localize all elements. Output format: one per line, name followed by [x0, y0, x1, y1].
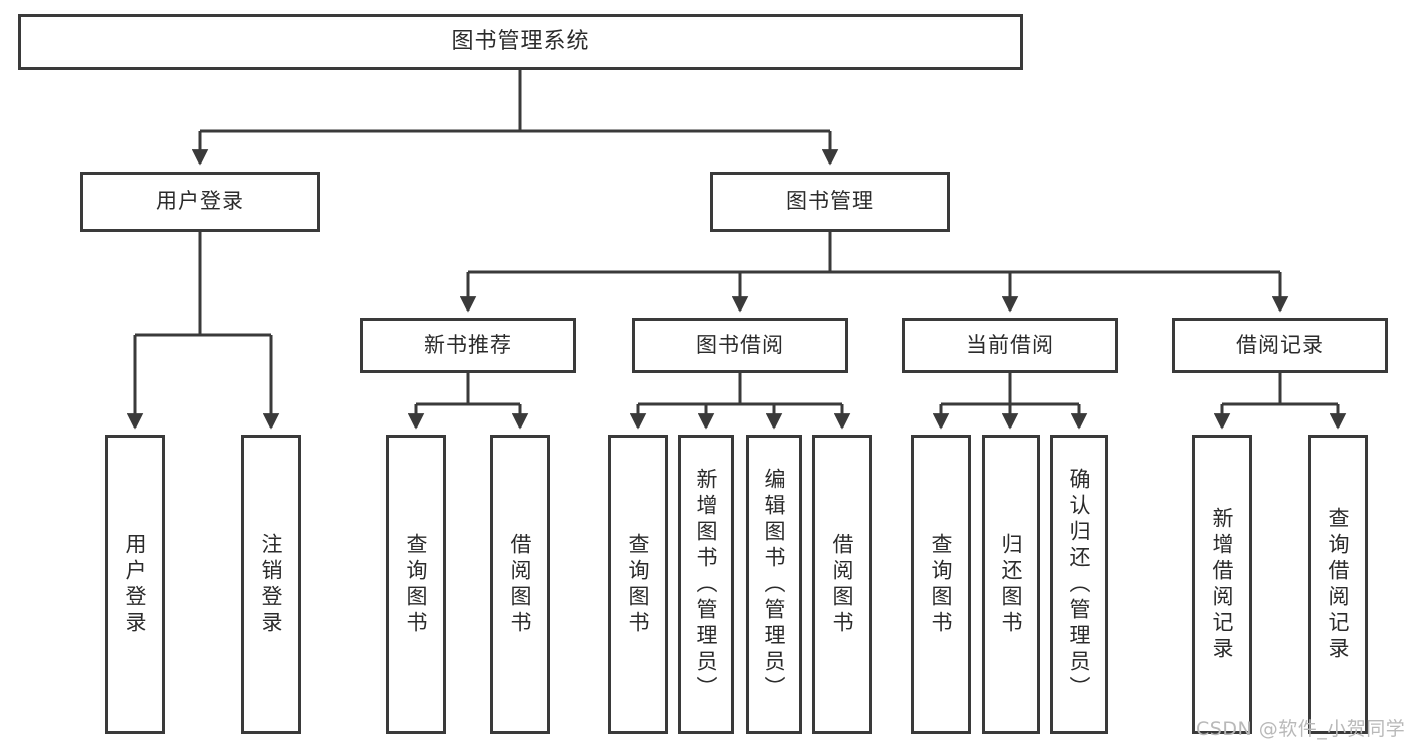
node-leaf-borrow-book-recommend[interactable]: 借阅图书 [490, 435, 550, 734]
csdn-watermark: CSDN @软件_小贺同学 [1196, 718, 1405, 740]
node-label: 用户登录 [156, 189, 244, 214]
node-label: 确认归还（管理员） [1067, 467, 1092, 702]
node-current-borrow[interactable]: 当前借阅 [902, 318, 1118, 373]
node-label: 借阅记录 [1236, 332, 1324, 357]
node-label: 新增图书（管理员） [694, 467, 719, 702]
node-leaf-return-book[interactable]: 归还图书 [982, 435, 1040, 734]
node-leaf-query-borrow-record[interactable]: 查询借阅记录 [1308, 435, 1368, 734]
node-label: 借阅图书 [508, 532, 533, 637]
node-leaf-edit-book-admin[interactable]: 编辑图书（管理员） [746, 435, 802, 734]
node-book-borrow[interactable]: 图书借阅 [632, 318, 848, 373]
node-label: 借阅图书 [830, 532, 855, 637]
node-borrow-record[interactable]: 借阅记录 [1172, 318, 1388, 373]
node-leaf-query-book-recommend[interactable]: 查询图书 [386, 435, 446, 734]
node-new-book-recommend[interactable]: 新书推荐 [360, 318, 576, 373]
node-leaf-add-book-admin[interactable]: 新增图书（管理员） [678, 435, 734, 734]
node-leaf-confirm-return-admin[interactable]: 确认归还（管理员） [1050, 435, 1108, 734]
node-label: 编辑图书（管理员） [762, 467, 787, 702]
node-user-login[interactable]: 用户登录 [80, 172, 320, 232]
node-root-book-management-system[interactable]: 图书管理系统 [18, 14, 1023, 70]
node-leaf-query-book-borrow[interactable]: 查询图书 [608, 435, 668, 734]
node-label: 查询图书 [929, 532, 954, 637]
node-label: 新书推荐 [424, 332, 512, 357]
node-label: 归还图书 [999, 532, 1024, 637]
node-label: 图书管理系统 [451, 28, 590, 54]
node-leaf-borrow-book[interactable]: 借阅图书 [812, 435, 872, 734]
node-leaf-user-logout[interactable]: 注销登录 [241, 435, 301, 734]
node-label: 新增借阅记录 [1210, 506, 1235, 663]
node-label: 查询图书 [626, 532, 651, 637]
node-label: 注销登录 [259, 532, 284, 637]
node-label: 查询图书 [404, 532, 429, 637]
node-leaf-query-book-current[interactable]: 查询图书 [911, 435, 971, 734]
node-book-management[interactable]: 图书管理 [710, 172, 950, 232]
node-label: 查询借阅记录 [1326, 506, 1351, 663]
node-label: 用户登录 [123, 532, 148, 637]
node-label: 图书管理 [786, 189, 874, 214]
node-leaf-user-login[interactable]: 用户登录 [105, 435, 165, 734]
node-leaf-add-borrow-record[interactable]: 新增借阅记录 [1192, 435, 1252, 734]
node-label: 当前借阅 [966, 332, 1054, 357]
node-label: 图书借阅 [696, 332, 784, 357]
